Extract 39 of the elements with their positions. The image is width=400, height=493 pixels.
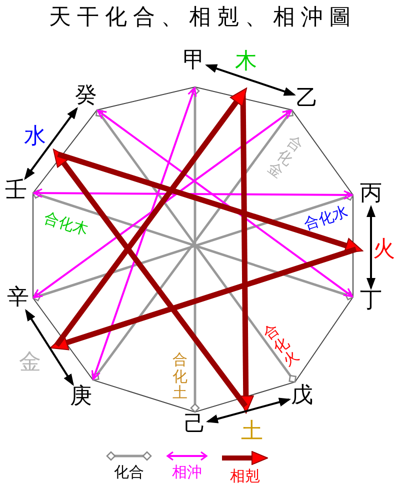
double-headed-arrow <box>206 398 292 424</box>
thick-arrow <box>57 152 364 254</box>
stem-label: 丙 <box>360 183 382 205</box>
double-headed-arrow <box>25 309 74 386</box>
double-headed-arrow <box>24 107 78 180</box>
thick-arrow <box>52 148 248 408</box>
stem-label: 乙 <box>296 88 318 110</box>
edge-label: 合化土 <box>172 351 188 401</box>
edge-label: 合化火 <box>260 320 302 370</box>
stem-label: 癸 <box>75 85 97 107</box>
stem-label: 辛 <box>7 287 29 309</box>
diagram-title: 天干化合、相剋、相沖圖 <box>48 5 357 31</box>
thick-arrow <box>54 88 248 347</box>
double-headed-arrow <box>366 205 376 290</box>
edge-label: 合化木 <box>42 210 90 238</box>
legend-label: 化合 <box>114 464 144 481</box>
thick-arrow <box>238 94 254 414</box>
stem-label: 丁 <box>360 290 382 312</box>
element-label: 水 <box>24 126 46 148</box>
double-headed-arrow <box>97 110 353 298</box>
diamond-ended-line <box>190 86 200 413</box>
legend-label: 相沖 <box>172 464 202 481</box>
stem-label: 庚 <box>70 386 92 408</box>
element-label: 木 <box>235 51 257 73</box>
legend-label: 相剋 <box>230 468 260 485</box>
double-headed-arrow <box>205 64 296 96</box>
element-label: 金 <box>19 352 41 374</box>
element-label: 火 <box>373 239 395 261</box>
edge-label: 合化金 <box>264 132 306 182</box>
stem-label: 戊 <box>291 385 313 407</box>
stem-label: 己 <box>184 414 206 436</box>
stem-label: 壬 <box>5 180 27 202</box>
stem-label: 甲 <box>183 50 205 72</box>
double-headed-arrow <box>33 188 353 200</box>
edge-label: 合化水 <box>302 203 350 233</box>
double-headed-arrow <box>91 87 197 380</box>
thick-arrow <box>50 246 357 350</box>
element-label: 土 <box>241 421 263 443</box>
double-headed-arrow <box>33 110 292 298</box>
